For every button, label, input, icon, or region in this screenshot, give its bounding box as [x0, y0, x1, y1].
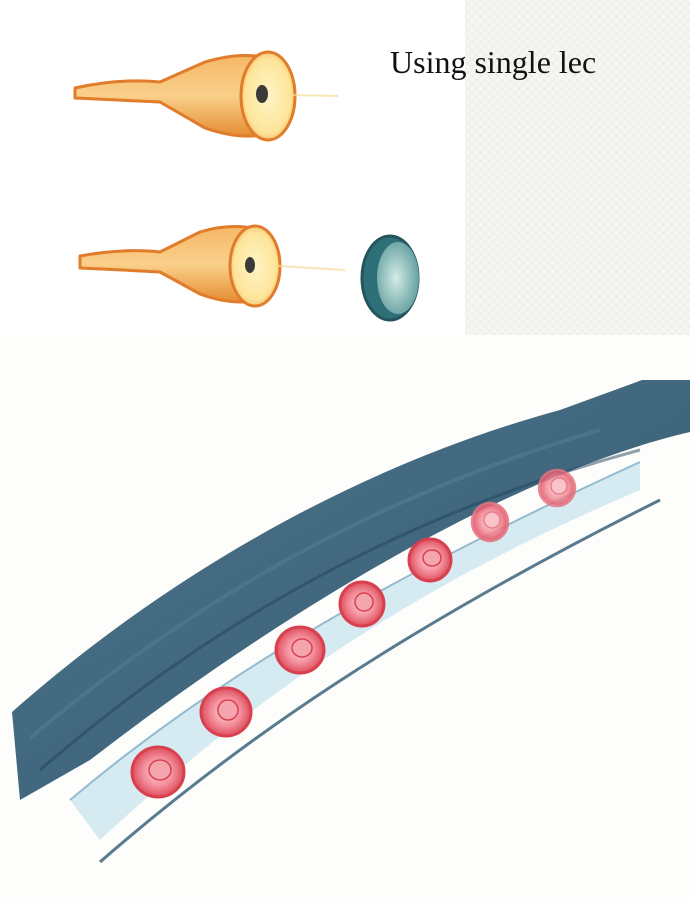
strip-led	[276, 627, 324, 673]
strip-led	[539, 470, 575, 506]
led-chip-icon	[245, 257, 255, 273]
strip-led	[472, 503, 508, 541]
strip-led	[409, 539, 451, 581]
strip-led	[132, 747, 184, 797]
led-strip	[12, 380, 690, 862]
single-led-top	[75, 52, 338, 140]
led-chip-icon	[256, 85, 268, 103]
single-led-with-lens	[80, 226, 419, 320]
strip-led	[201, 688, 251, 736]
lens-icon	[377, 242, 419, 314]
strip-led	[340, 582, 384, 626]
